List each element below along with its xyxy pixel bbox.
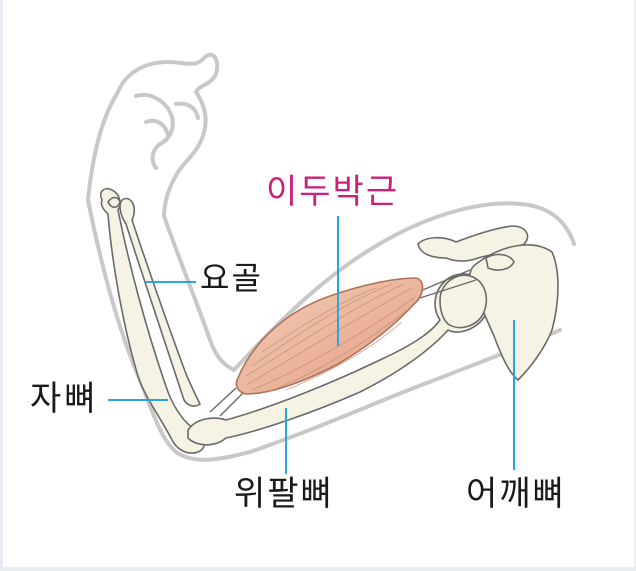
forearm-bones xyxy=(99,187,206,454)
humeral-head xyxy=(439,274,488,329)
biceps-muscle xyxy=(235,277,424,395)
label-scapula: 어깨뼈 xyxy=(466,474,566,514)
label-humerus: 위팔뼈 xyxy=(234,474,334,514)
label-radius: 자뼈 xyxy=(30,379,99,419)
window-edge-right xyxy=(634,0,636,571)
label-biceps: 이두박근 xyxy=(266,172,400,212)
window-edge-left xyxy=(0,0,3,571)
window-edge-bottom xyxy=(0,567,636,571)
label-ulna: 요골 xyxy=(200,259,263,297)
leader-lines xyxy=(108,216,515,474)
biceps-tendons xyxy=(209,269,477,417)
